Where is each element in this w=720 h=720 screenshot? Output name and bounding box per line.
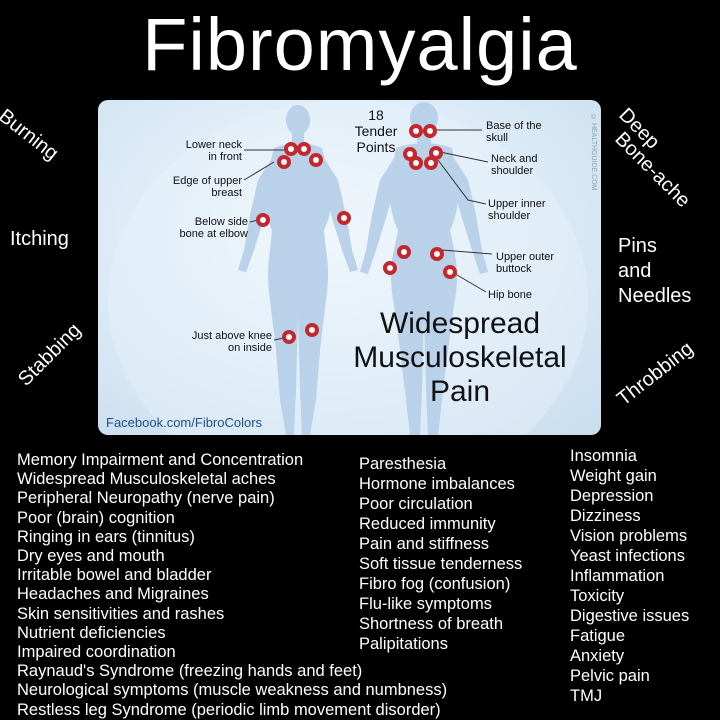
side-word-needles: Needles: [618, 285, 692, 307]
symptom-item: Nutrient deficiencies: [17, 623, 166, 642]
symptom-item: Hormone imbalances: [359, 475, 515, 493]
symptom-item: Ringing in ears (tinnitus): [17, 527, 195, 546]
symptom-item: Shortness of breath: [359, 615, 504, 633]
symptom-item: Poor (brain) cognition: [17, 508, 175, 527]
symptom-item: Headaches and Migraines: [17, 585, 209, 604]
symptom-item: Flu-like symptoms: [359, 595, 492, 613]
watermark: © HEALTHGUIDE.COM: [590, 114, 597, 191]
symptom-item: Paresthesia: [359, 455, 447, 473]
symptom-item: Depression: [570, 487, 654, 505]
symptom-item: Yeast infections: [570, 547, 685, 565]
symptom-item: Peripheral Neuropathy (nerve pain): [17, 489, 275, 508]
side-word-burning: Burning: [0, 105, 63, 165]
symptom-item: Palipitations: [359, 635, 448, 653]
symptom-item: TMJ: [570, 687, 603, 705]
side-word-throbbing: Throbbing: [613, 337, 698, 411]
symptom-item: Irritable bowel and bladder: [17, 566, 212, 585]
symptom-item: Weight gain: [570, 467, 657, 485]
label-lines: [243, 129, 493, 341]
symptom-item: Insomnia: [570, 447, 637, 465]
facebook-credit: Facebook.com/FibroColors: [106, 415, 263, 430]
side-word-itching: Itching: [10, 228, 69, 250]
front-body-figure: [238, 105, 358, 435]
symptom-item: Reduced immunity: [359, 515, 496, 533]
symptom-item: Pelvic pain: [570, 667, 650, 685]
side-word-pins: Pins: [618, 235, 657, 257]
symptom-item: Fibro fog (confusion): [359, 575, 511, 593]
symptom-item: Dizziness: [570, 507, 641, 525]
symptom-item: Anxiety: [570, 647, 625, 665]
symptom-item: Skin sensitivities and rashes: [17, 604, 225, 623]
symptom-item: Impaired coordination: [17, 643, 176, 662]
body-figures: [108, 100, 588, 435]
symptom-item: Inflammation: [570, 567, 665, 585]
tender-points-label: 18 Tender Points: [354, 107, 398, 155]
symptom-item: Widespread Musculoskeletal aches: [17, 470, 276, 489]
symptom-item: Pain and stiffness: [359, 535, 489, 553]
symptom-item: Poor circulation: [359, 495, 473, 513]
symptom-item: Vision problems: [570, 527, 688, 545]
symptom-item: Memory Impairment and Concentration: [17, 451, 304, 469]
side-word-and: and: [618, 260, 652, 282]
tender-point-markers: [256, 124, 457, 344]
symptom-item: Neurological symptoms (muscle weakness a…: [17, 681, 448, 700]
symptom-item: Soft tissue tenderness: [359, 555, 523, 573]
symptom-item: Toxicity: [570, 587, 625, 605]
symptom-item: Digestive issues: [570, 607, 690, 625]
label-hip-bone: Hip bone: [488, 289, 533, 301]
page-title: Fibromyalgia: [142, 3, 578, 86]
symptom-item: Raynaud's Syndrome (freezing hands and f…: [17, 662, 363, 681]
symptom-item: Dry eyes and mouth: [17, 547, 165, 566]
side-word-stabbing: Stabbing: [14, 319, 86, 391]
widespread-pain-headline: Widespread Musculoskeletal Pain: [353, 307, 567, 408]
symptom-item: Restless leg Syndrome (periodic limb mov…: [17, 700, 441, 719]
symptom-item: Fatigue: [570, 627, 626, 645]
